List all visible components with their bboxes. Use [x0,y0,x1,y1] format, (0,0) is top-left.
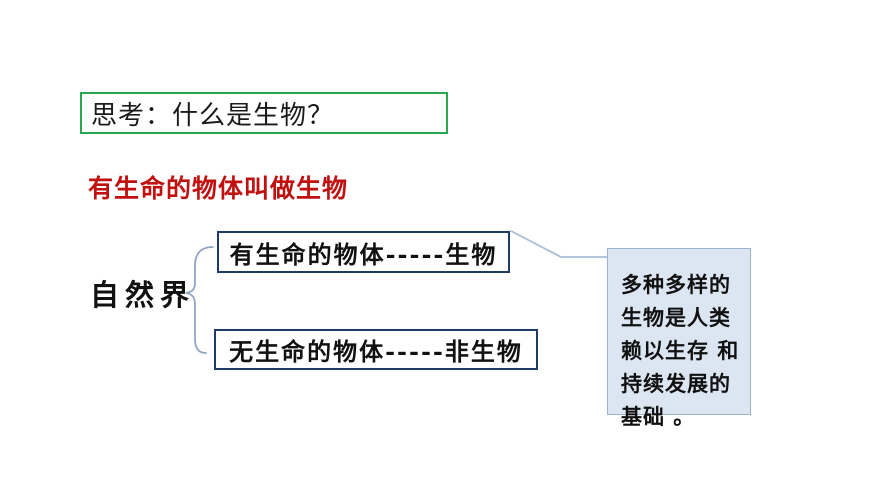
branch-label-living: 有生命的物体-----生物 [229,239,498,269]
note-line: 多种多样的 [621,272,731,297]
branch-box-living: 有生命的物体-----生物 [217,231,510,273]
title-box: 思考：什么是生物？ [80,92,448,134]
definition-text: 有生命的物体叫做生物 [88,174,349,203]
note-line: 赖以生存 和 [621,338,740,363]
note-line: 生物是人类 [621,305,731,330]
note-line: 基础 。 [621,404,696,429]
note-box: 多种多样的 生物是人类 赖以生存 和 持续发展的 基础 。 [607,248,751,429]
connector-line [510,230,608,258]
diagram-root-label: 自然界 [90,278,196,312]
branch-box-nonliving: 无生命的物体-----非生物 [214,329,538,370]
branch-label-nonliving: 无生命的物体-----非生物 [229,337,523,366]
slide-title: 思考：什么是生物？ [91,99,335,130]
note-line: 持续发展的 [621,371,731,396]
